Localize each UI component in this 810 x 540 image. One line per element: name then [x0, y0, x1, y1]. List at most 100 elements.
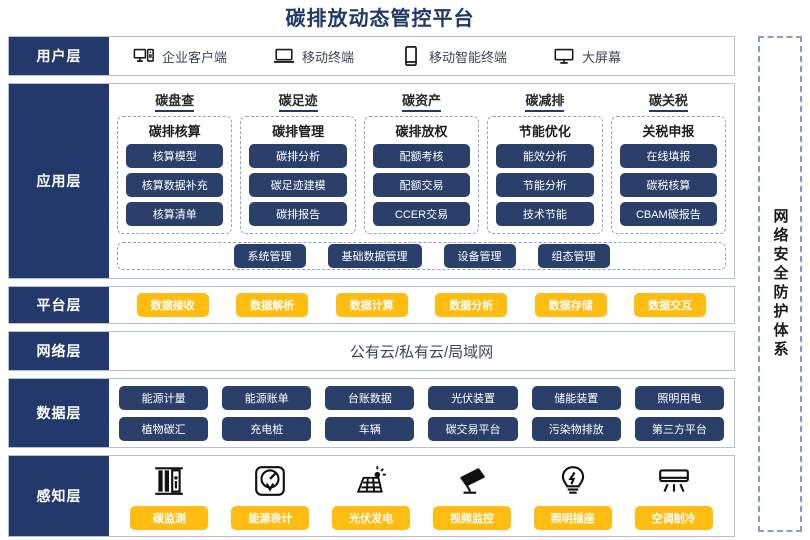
- layer-row-data: 数据层 能源计量 能源账单 台账数据 光伏装置 储能装置 照明用电 植物碳汇 充…: [8, 378, 735, 448]
- layer-row-application: 应用层 碳盘查 碳排核算 核算模型 核算数据补充 核算清单 碳足迹: [8, 83, 735, 279]
- application-card-title: 节能优化: [518, 124, 571, 139]
- sense-cell-air-conditioning[interactable]: 空调制冷: [623, 462, 724, 530]
- cctv-camera-icon: [455, 462, 489, 500]
- layer-label-sense: 感知层: [9, 456, 109, 536]
- application-feature-pill[interactable]: 核算数据补充: [126, 173, 224, 197]
- user-item-label: 移动终端: [302, 49, 355, 65]
- management-pill-system[interactable]: 系统管理: [233, 244, 306, 268]
- sense-cell-solar-power[interactable]: 光伏发电: [321, 462, 422, 530]
- application-feature-pill[interactable]: 配额考核: [372, 144, 471, 168]
- layer-label-application: 应用层: [9, 84, 109, 278]
- user-item-enterprise-client[interactable]: 企业客户端: [133, 45, 227, 67]
- carbon-sensor-icon: [152, 462, 186, 500]
- platform-pill-data-storage[interactable]: 数据存储: [534, 293, 607, 317]
- management-pill-basic-data[interactable]: 基础数据管理: [327, 244, 422, 268]
- application-feature-pill[interactable]: 在线填报: [619, 144, 718, 168]
- layer-body-platform: 数据接收 数据解析 数据计算 数据分析 数据存储 数据交互: [109, 287, 734, 323]
- application-feature-pill[interactable]: 碳排报告: [249, 202, 347, 226]
- application-column-title: 碳足迹: [278, 90, 318, 112]
- laptop-icon: [273, 45, 295, 67]
- desktop-tower-icon: [133, 45, 155, 67]
- application-feature-pill[interactable]: CCER交易: [372, 202, 471, 226]
- sense-label: 能源表计: [231, 506, 310, 530]
- application-management-group: 系统管理 基础数据管理 设备管理 组态管理: [117, 242, 726, 270]
- layer-stack: 用户层: [8, 36, 735, 537]
- application-card: 碳排核算 核算模型 核算数据补充 核算清单: [117, 116, 233, 234]
- sense-cell-lighting-socket[interactable]: 照明插座: [522, 462, 623, 530]
- application-feature-pill[interactable]: 技术节能: [496, 202, 594, 226]
- application-column-title: 碳盘查: [155, 90, 195, 112]
- page-title: 碳排放动态管控平台: [285, 8, 475, 30]
- solar-panel-icon: [354, 462, 388, 500]
- user-item-label: 大屏幕: [582, 49, 622, 65]
- data-pill-vehicle[interactable]: 车辆: [325, 416, 415, 441]
- data-pill-pollutant-emission[interactable]: 污染物排放: [531, 416, 621, 441]
- application-feature-pill[interactable]: 碳足迹建模: [249, 173, 347, 197]
- application-card-title: 碳排核算: [148, 124, 201, 139]
- layer-row-platform: 平台层 数据接收 数据解析 数据计算 数据分析 数据存储 数据交互: [8, 286, 735, 324]
- layer-body-sense: 碳监测 能源表计: [109, 456, 734, 536]
- application-column-carbon-tariff: 碳关税 关税申报 在线填报 碳税核算 CBAM碳报告: [610, 90, 727, 234]
- user-item-large-screen[interactable]: 大屏幕: [553, 45, 621, 67]
- management-pill-configuration[interactable]: 组态管理: [537, 244, 610, 268]
- data-pill-pv-device[interactable]: 光伏装置: [428, 385, 518, 410]
- data-pill-third-party-platform[interactable]: 第三方平台: [634, 416, 724, 441]
- smartphone-icon: [400, 45, 422, 67]
- energy-meter-icon: [253, 462, 287, 500]
- application-column-carbon-inventory: 碳盘查 碳排核算 核算模型 核算数据补充 核算清单: [117, 90, 233, 234]
- application-feature-pill[interactable]: 核算模型: [126, 144, 224, 168]
- user-item-label: 企业客户端: [162, 49, 228, 65]
- platform-pill-data-computation[interactable]: 数据计算: [335, 293, 408, 317]
- layer-label-network: 网络层: [9, 332, 109, 370]
- layer-body-data: 能源计量 能源账单 台账数据 光伏装置 储能装置 照明用电 植物碳汇 充电桩 车…: [109, 379, 734, 447]
- data-pill-energy-bill[interactable]: 能源账单: [222, 385, 312, 410]
- air-conditioner-icon: [657, 462, 691, 500]
- platform-pill-data-parsing[interactable]: 数据解析: [236, 293, 309, 317]
- layer-row-network: 网络层 公有云/私有云/局域网: [8, 331, 735, 371]
- layer-label-user: 用户层: [9, 37, 109, 75]
- user-item-mobile-terminal[interactable]: 移动终端: [273, 45, 354, 67]
- application-feature-pill[interactable]: 碳排分析: [249, 144, 347, 168]
- application-feature-pill[interactable]: 能效分析: [496, 144, 594, 168]
- application-feature-pill[interactable]: 节能分析: [496, 173, 594, 197]
- platform-pill-data-interaction[interactable]: 数据交互: [634, 293, 707, 317]
- layer-label-platform: 平台层: [9, 287, 109, 323]
- layer-row-sense: 感知层: [8, 455, 735, 537]
- monitor-icon: [553, 45, 575, 67]
- sense-device-grid: 碳监测 能源表计: [119, 462, 724, 530]
- security-band-label: 网络安全防护体系: [771, 208, 789, 360]
- layer-body-user: 企业客户端 移动终端: [109, 37, 734, 75]
- application-feature-pill[interactable]: 核算清单: [126, 202, 224, 226]
- network-description: 公有云/私有云/局域网: [349, 343, 494, 361]
- application-feature-pill[interactable]: 碳税核算: [619, 173, 718, 197]
- layer-body-network: 公有云/私有云/局域网: [109, 332, 734, 370]
- application-card: 碳排管理 碳排分析 碳足迹建模 碳排报告: [240, 116, 356, 234]
- application-column-title: 碳资产: [402, 90, 442, 112]
- sense-cell-energy-meter[interactable]: 能源表计: [220, 462, 321, 530]
- data-pill-carbon-trading-platform[interactable]: 碳交易平台: [428, 416, 518, 441]
- application-column-title: 碳关税: [648, 90, 688, 112]
- data-pill-ledger-data[interactable]: 台账数据: [325, 385, 415, 410]
- sense-label: 照明插座: [533, 506, 612, 530]
- application-feature-pill[interactable]: 配额交易: [372, 173, 471, 197]
- sense-cell-carbon-monitoring[interactable]: 碳监测: [119, 462, 220, 530]
- user-item-label: 移动智能终端: [429, 49, 508, 65]
- management-pill-device[interactable]: 设备管理: [443, 244, 516, 268]
- data-pill-lighting-power[interactable]: 照明用电: [634, 385, 724, 410]
- sense-label: 视频监控: [432, 506, 511, 530]
- sense-label: 碳监测: [130, 506, 209, 530]
- sense-cell-video-surveillance[interactable]: 视频监控: [422, 462, 523, 530]
- application-column-carbon-footprint: 碳足迹 碳排管理 碳排分析 碳足迹建模 碳排报告: [240, 90, 356, 234]
- sense-label: 空调制冷: [634, 506, 713, 530]
- data-pill-energy-metering[interactable]: 能源计量: [119, 385, 209, 410]
- platform-pill-data-reception[interactable]: 数据接收: [136, 293, 209, 317]
- application-column-title: 碳减排: [525, 90, 565, 112]
- data-pill-storage-device[interactable]: 储能装置: [531, 385, 621, 410]
- data-pill-plant-carbon-sink[interactable]: 植物碳汇: [119, 416, 209, 441]
- platform-pill-data-analysis[interactable]: 数据分析: [435, 293, 508, 317]
- application-feature-pill[interactable]: CBAM碳报告: [619, 202, 718, 226]
- application-card-title: 碳排放权: [395, 124, 448, 139]
- data-pill-charging-pile[interactable]: 充电桩: [222, 416, 312, 441]
- user-item-smart-mobile-terminal[interactable]: 移动智能终端: [400, 45, 507, 67]
